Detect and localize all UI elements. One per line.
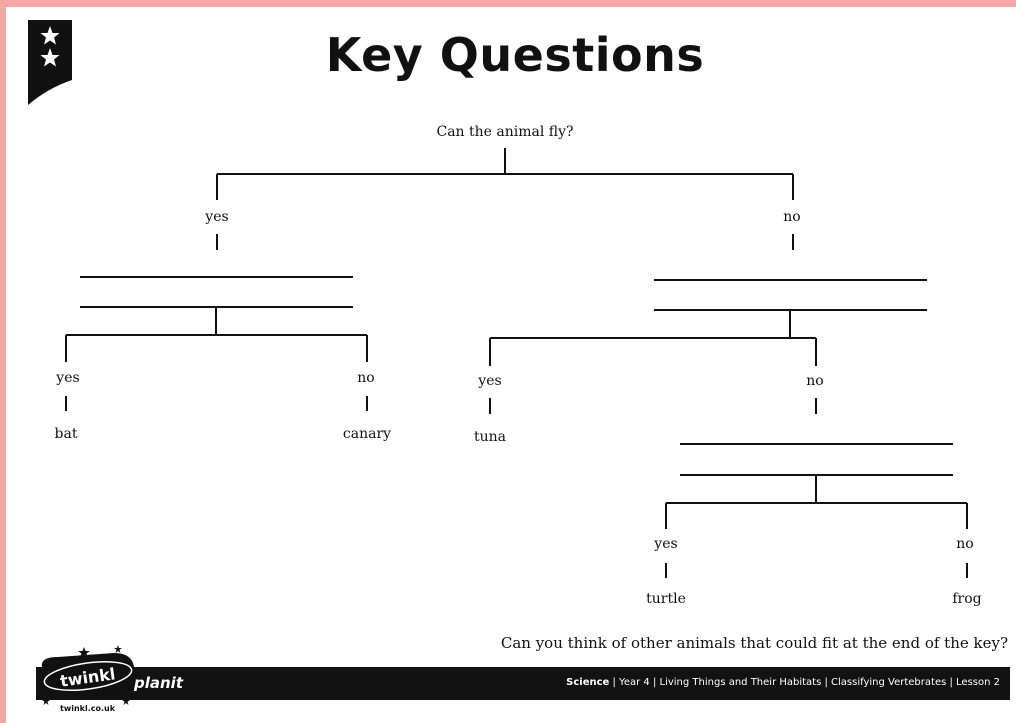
animal-label: tuna (473, 429, 507, 445)
star-icon (78, 647, 90, 658)
star-icon (114, 645, 122, 653)
answer-no: no (783, 209, 801, 225)
animal-label: frog (952, 591, 982, 607)
extension-question: Can you think of other animals that coul… (500, 634, 1008, 652)
answer-yes: yes (478, 373, 502, 389)
star-icon (40, 26, 60, 45)
product-name: planit (134, 674, 183, 692)
star-icon (42, 697, 50, 705)
page-title: Key Questions (325, 28, 705, 82)
subject-label: Science (566, 677, 610, 688)
level-badge (28, 20, 72, 105)
star-icon (122, 697, 130, 705)
answer-no: no (956, 536, 974, 552)
answer-no: no (806, 373, 824, 389)
animal-label: bat (54, 426, 78, 442)
brand-url: twinkl.co.uk (60, 704, 116, 713)
star-icon (40, 48, 60, 67)
answer-yes: yes (205, 209, 229, 225)
answer-yes: yes (56, 370, 80, 386)
worksheet-page (6, 7, 1016, 723)
lesson-info: Science | Year 4 | Living Things and The… (566, 677, 1000, 688)
answer-yes: yes (654, 536, 678, 552)
lesson-details: | Year 4 | Living Things and Their Habit… (609, 677, 1001, 688)
footer-bar: Science | Year 4 | Living Things and The… (36, 667, 1010, 700)
animal-label: turtle (646, 591, 686, 607)
animal-label: canary (342, 426, 392, 442)
answer-no: no (357, 370, 375, 386)
twinkl-logo (41, 645, 134, 705)
root-question: Can the animal fly? (436, 124, 574, 140)
